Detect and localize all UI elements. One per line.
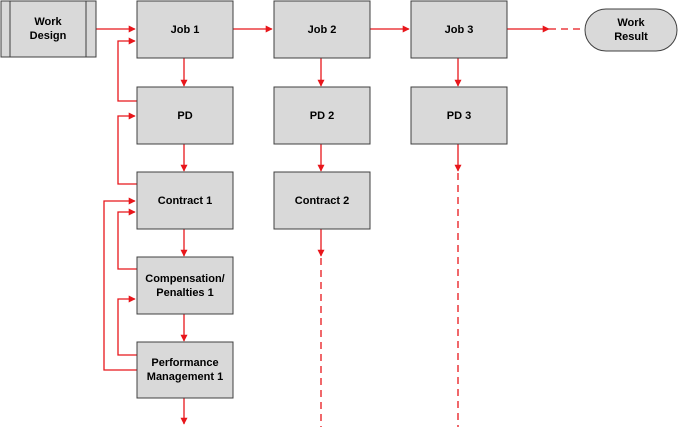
- node-work-design: Work Design: [0, 0, 97, 58]
- work-design-label-line1: Work: [34, 16, 62, 28]
- feedback-pd-to-job1: [117, 37, 137, 102]
- node-job3: Job 3: [410, 0, 508, 59]
- feedback-performance1-to-compensation1: [117, 295, 137, 356]
- node-contract1: Contract 1: [136, 171, 234, 230]
- compensation1-label-line2: Penalties 1: [156, 287, 213, 299]
- node-contract2: Contract 2: [273, 171, 371, 230]
- contract1-label: Contract 1: [158, 195, 212, 207]
- node-pd3: PD 3: [410, 86, 508, 145]
- work-design-label-line2: Design: [30, 30, 67, 42]
- node-performance1: Performance Management 1: [136, 341, 234, 399]
- contract2-label: Contract 2: [295, 195, 349, 207]
- performance1-label-line2: Management 1: [147, 371, 223, 383]
- work-result-label-line1: Work: [617, 17, 645, 29]
- pd3-label: PD 3: [447, 110, 471, 122]
- feedback-compensation1-to-contract1: [117, 208, 137, 270]
- pd-label: PD: [177, 110, 192, 122]
- node-pd: PD: [136, 86, 234, 145]
- pd2-label: PD 2: [310, 110, 334, 122]
- node-job1: Job 1: [136, 0, 234, 59]
- node-pd2: PD 2: [273, 86, 371, 145]
- node-job2: Job 2: [273, 0, 371, 59]
- node-work-result: Work Result: [584, 8, 678, 52]
- performance1-label-line1: Performance: [151, 357, 218, 369]
- compensation1-label-line1: Compensation/: [145, 273, 224, 285]
- feedback-performance1-to-contract1: [103, 197, 137, 371]
- node-compensation1: Compensation/ Penalties 1: [136, 256, 234, 315]
- job2-label: Job 2: [308, 24, 337, 36]
- job3-label: Job 3: [445, 24, 474, 36]
- connectors: [96, 25, 584, 427]
- work-result-label-line2: Result: [614, 31, 648, 43]
- feedback-contract1-to-pd: [117, 112, 137, 185]
- job1-label: Job 1: [171, 24, 200, 36]
